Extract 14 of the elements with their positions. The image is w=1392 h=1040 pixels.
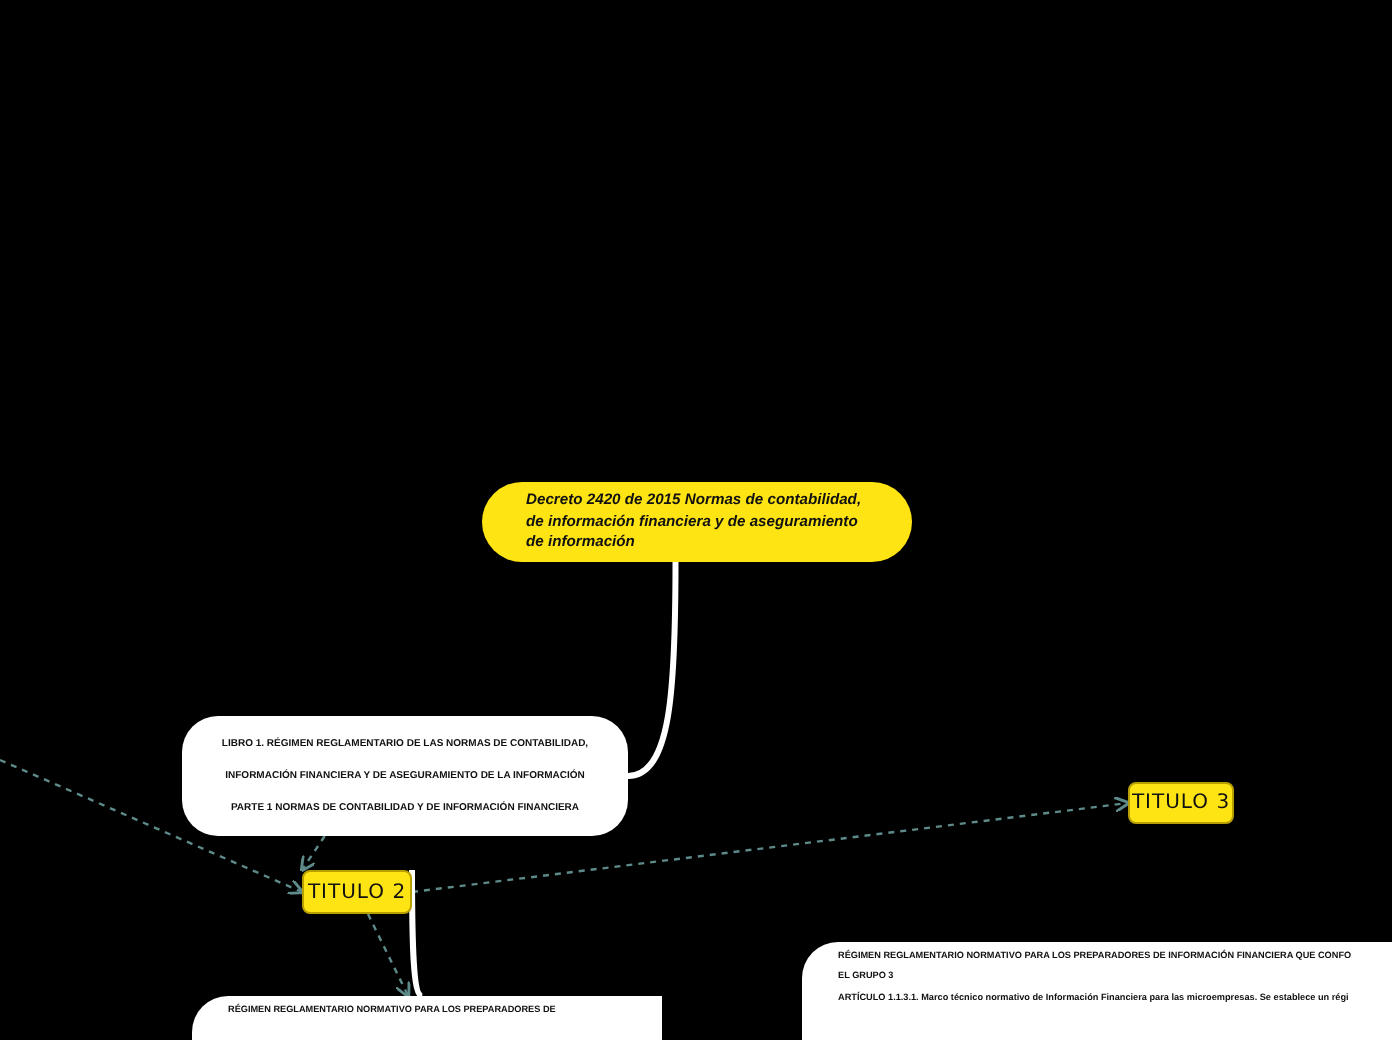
title-tag (302, 870, 412, 914)
text-card (192, 996, 662, 1040)
text-card (802, 942, 1392, 1040)
connector-line (627, 562, 679, 779)
dashed-arrow (0, 758, 305, 895)
node-text: TITULO 3 (1131, 792, 1231, 814)
connector-line (409, 870, 424, 999)
title-tag (1128, 782, 1234, 824)
node-text: TITULO 2 (307, 881, 407, 903)
topic-pill (482, 482, 912, 562)
topic-card (182, 716, 628, 836)
dashed-arrow (299, 835, 326, 873)
dashed-arrow (411, 796, 1131, 894)
dashed-arrow (366, 913, 411, 999)
